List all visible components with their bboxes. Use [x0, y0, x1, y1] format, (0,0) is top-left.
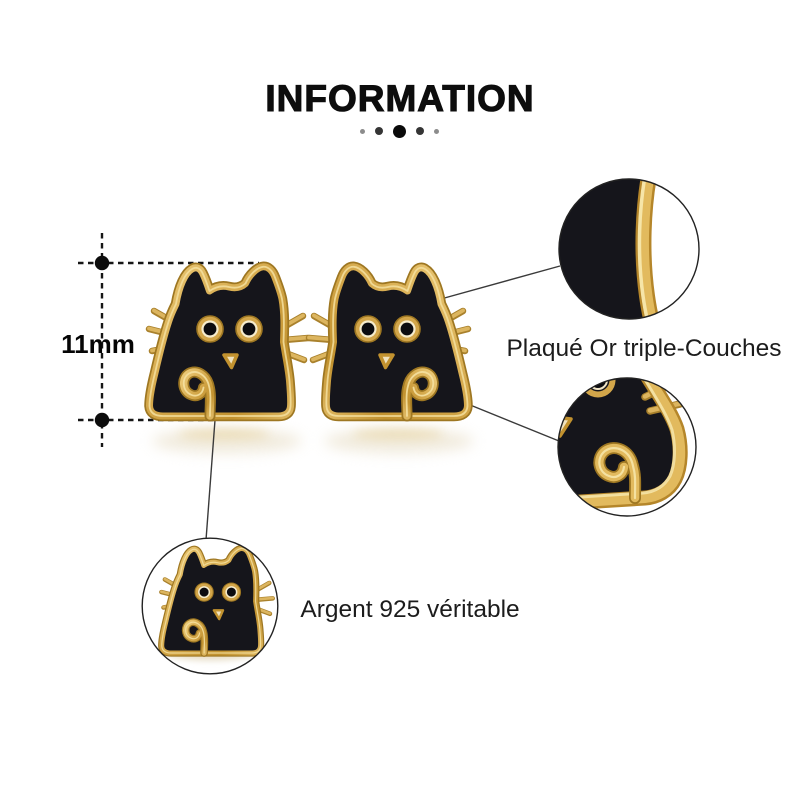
- callout-circle-silver-cat-detail: [141, 537, 279, 675]
- measurement-dot-top: [94, 255, 110, 271]
- measurement-dot-bottom: [94, 412, 110, 428]
- silver-material-label: Argent 925 véritable: [300, 596, 520, 623]
- ornament-dot: [375, 127, 383, 135]
- reflection-gold-left: [178, 429, 270, 439]
- callout-circle-gold-rim-detail: [558, 178, 700, 320]
- page-title: INFORMATION: [265, 77, 535, 119]
- measurement-label: 11mm: [61, 329, 135, 359]
- callout-circle-tail-detail: [557, 377, 697, 517]
- ornament-dot: [360, 128, 365, 134]
- ornament-dot: [434, 128, 439, 134]
- black-cat-earring-right: [309, 267, 468, 416]
- black-cat-earring-left: [149, 267, 308, 416]
- title-ornament-dots: [340, 124, 450, 140]
- reflection-gold-right: [352, 429, 444, 439]
- ornament-dot: [393, 124, 406, 138]
- ornament-dot: [416, 127, 424, 135]
- gold-plating-label: Plaqué Or triple-Couches: [506, 335, 782, 362]
